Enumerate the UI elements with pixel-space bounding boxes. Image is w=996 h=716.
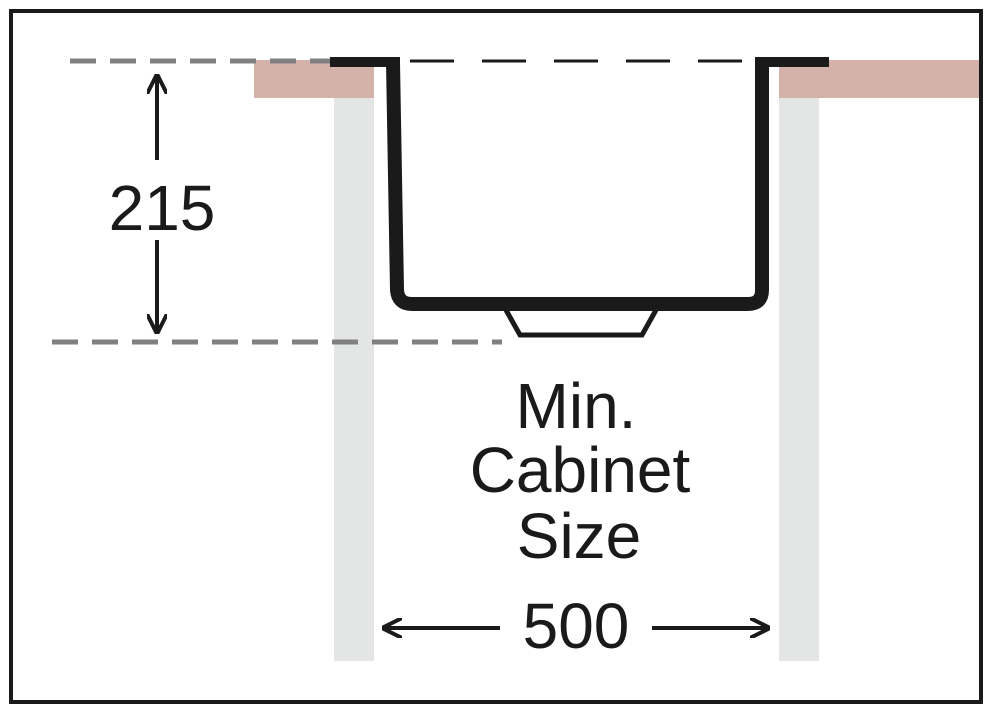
depth-dimension-label: 215: [109, 172, 216, 244]
diagram-frame: [9, 9, 983, 704]
caption-line-1: Min.: [516, 370, 637, 442]
sink-waste: [503, 308, 659, 338]
sink-bowl: [386, 61, 769, 311]
width-dimension-label: 500: [523, 590, 630, 662]
cabinet-side-left: [334, 98, 374, 661]
caption-line-2: Cabinet: [470, 434, 691, 506]
cabinet-side-right: [779, 98, 819, 661]
sink-flange-right: [755, 57, 829, 67]
caption-line-3: Size: [517, 500, 642, 572]
sink-flange-left: [330, 57, 400, 67]
